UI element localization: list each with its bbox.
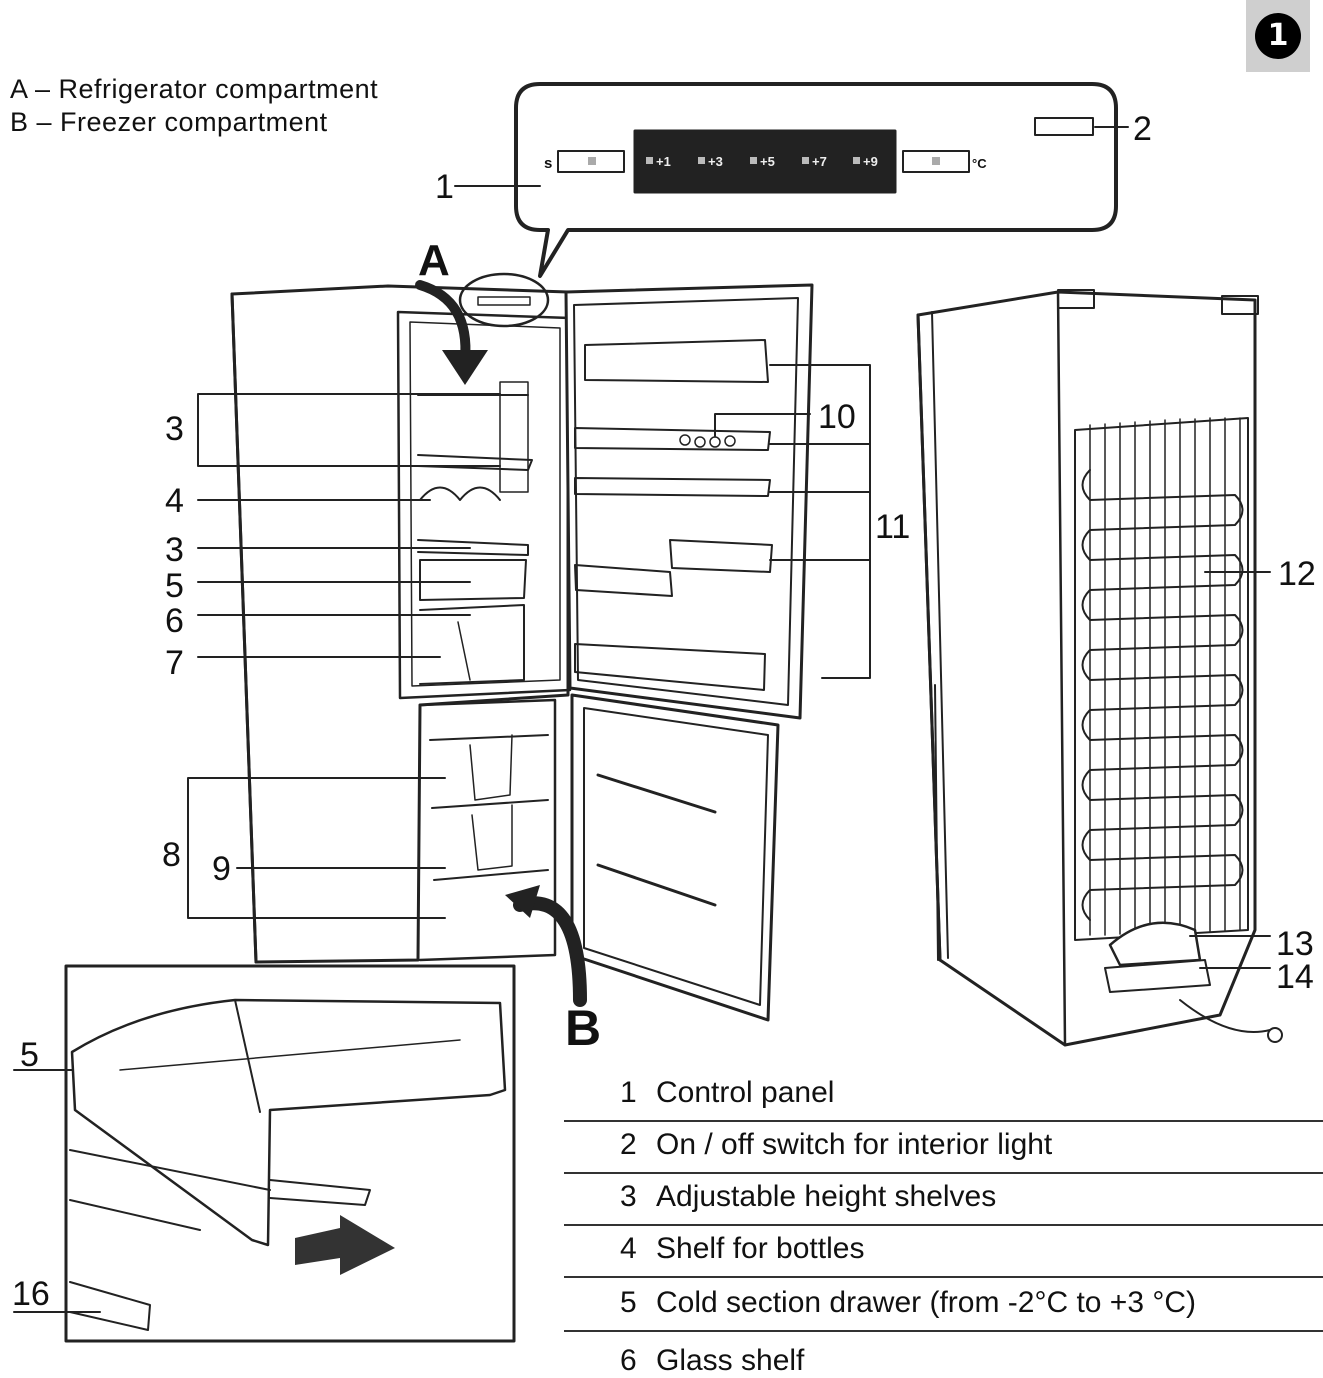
legend-label: Control panel	[656, 1076, 835, 1109]
legend-number: 6	[620, 1344, 637, 1377]
arrow-b	[505, 885, 587, 1007]
rear-view-fridge	[916, 289, 1283, 1047]
callout-5: 5	[165, 567, 184, 605]
legend-row: 3 Adjustable height shelves	[564, 1174, 1323, 1226]
callout-11: 11	[875, 508, 910, 546]
temp-indicator: +5	[760, 154, 775, 169]
callout-10: 10	[818, 398, 856, 436]
badge-number: 1	[1255, 13, 1301, 59]
drawer-detail-inset	[13, 964, 516, 1343]
callout-12: 12	[1278, 555, 1316, 593]
callout-4: 4	[165, 482, 184, 520]
callout-13: 13	[1276, 925, 1314, 963]
arrow-a-label: A	[418, 236, 450, 285]
legend-row: 2 On / off switch for interior light	[564, 1122, 1323, 1174]
compartment-b-label: B – Freezer compartment	[10, 107, 328, 137]
legend-number: 3	[620, 1180, 637, 1213]
callout-2: 2	[1133, 110, 1152, 148]
callout-3: 3	[165, 410, 184, 448]
temp-indicator: +9	[863, 154, 878, 169]
fridge-door	[564, 283, 814, 720]
legend-number: 5	[620, 1286, 637, 1319]
callout-6: 6	[165, 602, 184, 640]
legend-label: Cold section drawer (from -2°C to +3 °C)	[656, 1286, 1196, 1319]
legend-number: 1	[620, 1076, 637, 1109]
legend-label: On / off switch for interior light	[656, 1128, 1053, 1161]
legend-row: 4 Shelf for bottles	[564, 1226, 1323, 1278]
unit-label: °C	[972, 156, 987, 171]
temp-indicator: +7	[812, 154, 827, 169]
legend-label: Adjustable height shelves	[656, 1180, 997, 1213]
inset-callout-5: 5	[20, 1036, 39, 1074]
control-panel-callout	[514, 82, 1118, 278]
section-badge: 1	[1246, 0, 1310, 72]
legend-label: Shelf for bottles	[656, 1232, 865, 1265]
s-button-label: s	[544, 155, 552, 172]
leader-lines	[187, 126, 1271, 969]
legend-number: 4	[620, 1232, 637, 1265]
callout-7: 7	[165, 644, 184, 682]
legend-number: 2	[620, 1128, 637, 1161]
callout-8: 8	[162, 836, 181, 874]
legend-row: 6 Glass shelf	[564, 1334, 1323, 1377]
fridge-body	[230, 272, 572, 964]
callout-3: 3	[165, 531, 184, 569]
temp-indicator: +1	[656, 154, 671, 169]
legend-row: 1 Control panel	[564, 1070, 1323, 1122]
callout-1: 1	[435, 168, 454, 206]
callout-9: 9	[212, 850, 231, 888]
legend-row: 5 Cold section drawer (from -2°C to +3 °…	[564, 1280, 1323, 1332]
arrow-a	[415, 280, 488, 385]
callout-14: 14	[1276, 958, 1314, 996]
freezer-door	[570, 693, 780, 1022]
temperature-indicators: +1 +3 +5 +7 +9	[646, 154, 878, 169]
temp-indicator: +3	[708, 154, 723, 169]
compartment-a-label: A – Refrigerator compartment	[10, 74, 379, 104]
callout-16: 16	[12, 1275, 50, 1313]
arrow-b-label: B	[565, 1000, 601, 1056]
legend-label: Glass shelf	[656, 1344, 805, 1377]
